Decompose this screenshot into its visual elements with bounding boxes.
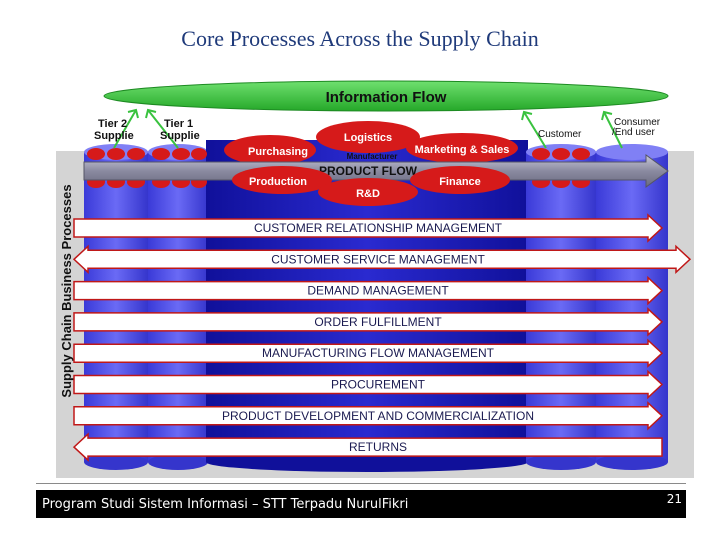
process-arrow-shape <box>73 401 664 431</box>
consumer-label-line2: /End user <box>612 127 655 138</box>
tier1-label-line1: Tier 1 <box>164 118 193 130</box>
process-arrow-shape <box>73 275 664 306</box>
consumer-label-line1: Consumer <box>614 117 661 128</box>
process-arrow-shape <box>72 244 692 275</box>
process-label: MANUFACTURING FLOW MANAGEMENT <box>262 346 495 360</box>
process-label: CUSTOMER SERVICE MANAGEMENT <box>271 252 485 266</box>
footer-rule <box>36 483 686 484</box>
page-number: 21 <box>666 492 682 506</box>
logistics-label: Logistics <box>344 132 392 144</box>
tier1-label-line2: Supplie <box>160 130 200 142</box>
product-flow-label: PRODUCT FLOW <box>319 164 418 178</box>
footer-text: Program Studi Sistem Informasi – STT Ter… <box>42 497 409 512</box>
info-flow-arrows <box>113 108 623 149</box>
manufacturer-functions-lower: Production Finance R&D <box>232 166 510 206</box>
manufacturer-functions: Logistics Manufacturer Purchasing Market… <box>224 121 518 165</box>
process-arrow-shape <box>72 432 663 462</box>
rnd-label: R&D <box>356 188 380 200</box>
finance-label: Finance <box>439 176 481 188</box>
process-label: PROCUREMENT <box>331 378 426 392</box>
information-flow-banner: Information Flow <box>103 80 669 112</box>
diagram-canvas: Information Flow Tier 2 Supplie Tier 1 S… <box>56 76 694 472</box>
process-arrow-shape <box>73 338 664 368</box>
process-label: PRODUCT DEVELOPMENT AND COMMERCIALIZATIO… <box>222 409 534 423</box>
supply-chain-diagram: Information Flow Tier 2 Supplie Tier 1 S… <box>56 76 694 478</box>
tier2-label-line1: Tier 2 <box>98 118 127 130</box>
manufacturer-label: Manufacturer <box>347 152 398 161</box>
footer-bar: Program Studi Sistem Informasi – STT Ter… <box>36 490 686 518</box>
business-processes-vertical-label: Supply Chain Business Processes <box>59 184 74 397</box>
slide-title: Core Processes Across the Supply Chain <box>181 26 539 51</box>
process-label: ORDER FULFILLMENT <box>314 315 442 329</box>
information-flow-label: Information Flow <box>326 89 447 106</box>
customer-label: Customer <box>538 129 582 140</box>
process-label: RETURNS <box>349 440 407 454</box>
process-arrows: CUSTOMER RELATIONSHIP MANAGEMENT CUSTOMER… <box>72 213 692 462</box>
process-arrow-shape <box>73 307 664 337</box>
process-arrow-shape <box>73 213 664 243</box>
process-arrow-shape <box>73 369 664 400</box>
product-flow-arrow: PRODUCT FLOW <box>83 154 669 188</box>
production-label: Production <box>249 176 307 188</box>
marketing-sales-label: Marketing & Sales <box>415 144 510 156</box>
process-label: DEMAND MANAGEMENT <box>307 284 449 298</box>
tier2-label-line2: Supplie <box>94 130 134 142</box>
process-label: CUSTOMER RELATIONSHIP MANAGEMENT <box>254 221 503 235</box>
purchasing-label: Purchasing <box>248 146 308 158</box>
